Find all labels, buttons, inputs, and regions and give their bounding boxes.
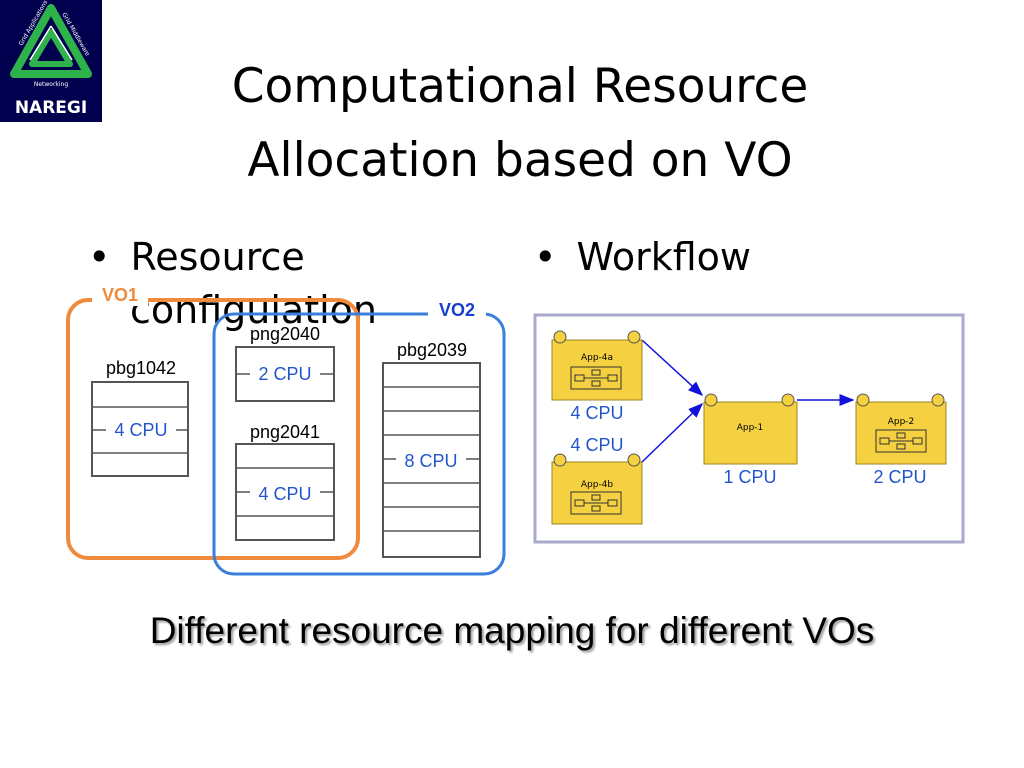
node-pbg2039-cpu-bg (396, 450, 466, 472)
vo2-label-bg (428, 296, 486, 320)
node-png2041-cpu: 4 CPU (258, 484, 311, 504)
node-png2041-cpu-bg (250, 482, 320, 504)
app-4a-cpu: 4 CPU (570, 403, 623, 423)
node-png2040-cpu: 2 CPU (258, 364, 311, 384)
slide-caption: Different resource mapping for different… (149, 610, 875, 651)
title-line-2: Allocation based on VO (247, 133, 793, 188)
node-pbg2039-cpu: 8 CPU (404, 451, 457, 471)
node-png2040-name: png2040 (250, 324, 320, 344)
node-pbg1042-cpu-bg (106, 419, 176, 441)
app-2-label: App-2 (888, 417, 915, 427)
app-4a-label: App-4a (581, 353, 613, 363)
app-1-cpu: 1 CPU (723, 467, 776, 487)
node-pbg2039-name: pbg2039 (397, 340, 467, 360)
bullet-dot: • (88, 235, 111, 279)
app-4b-cpu: 4 CPU (570, 435, 623, 455)
node-pbg1042-name: pbg1042 (106, 358, 176, 378)
bullet-resource-line1: Resource (130, 235, 305, 279)
vo1-label-bg (92, 282, 148, 306)
workflow-edges (641, 339, 855, 463)
title-line-1: Computational Resource (231, 59, 809, 114)
bullet-workflow-label: Workflow (576, 235, 752, 279)
app-node-app-4a (551, 330, 643, 401)
app-1-label: App-1 (737, 423, 764, 433)
vo2-label: VO2 (439, 300, 475, 320)
app-2-cpu: 2 CPU (873, 467, 926, 487)
node-png2041-name: png2041 (250, 422, 320, 442)
vo2-boundary (212, 312, 506, 576)
bullet-dot: • (534, 235, 557, 279)
vo1-label: VO1 (102, 285, 138, 305)
app-4b-label: App-4b (581, 480, 614, 490)
node-png2040-cpu-bg (250, 363, 320, 385)
logo-name: NAREGI (14, 98, 88, 118)
logo-emblem: Grid Applications Grid Middleware Networ… (10, 0, 92, 88)
bullet-resource: • Resource (88, 232, 305, 282)
app-node-app-2 (855, 393, 947, 465)
node-pbg1042-cpu: 4 CPU (114, 420, 167, 440)
edge-app4b-app1 (641, 402, 704, 463)
bullet-workflow: • Workflow (534, 232, 751, 282)
slide-title: Computational Resource Allocation based … (150, 50, 890, 198)
app-node-app-4b (551, 453, 643, 525)
logo-ring-text-networking: Networking (34, 81, 69, 88)
bullet-resource-line2: configulation (130, 288, 377, 332)
app-node-app-1 (703, 393, 798, 465)
naregi-logo: Grid Applications Grid Middleware Networ… (0, 0, 102, 122)
edge-app4a-app1 (641, 339, 704, 397)
